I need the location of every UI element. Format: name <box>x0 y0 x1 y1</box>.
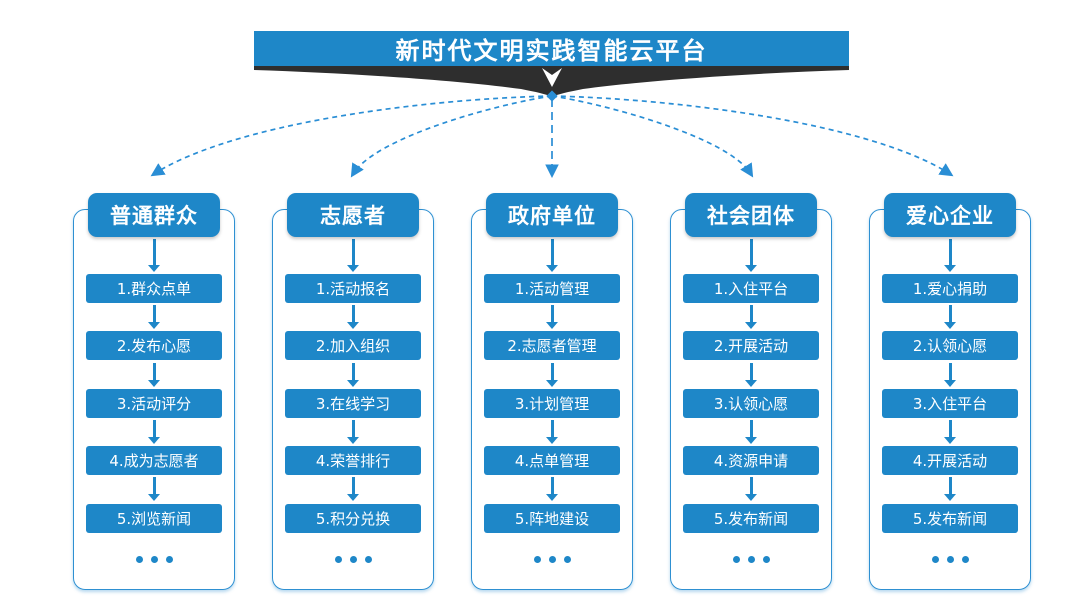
column-header: 普通群众 <box>88 193 220 237</box>
arrow-down-icon <box>744 305 758 329</box>
column-header: 政府单位 <box>486 193 618 237</box>
arrow-down-icon <box>545 363 559 387</box>
arrow-down-icon <box>744 363 758 387</box>
flow-step: 1.爱心捐助 <box>882 274 1018 303</box>
flow-step: 4.资源申请 <box>683 446 819 475</box>
arrow-down-icon <box>147 363 161 387</box>
column-general-public: 普通群众 1.群众点单 2.发布心愿 3.活动评分 4.成为志愿者 5.浏览新闻 <box>73 193 235 590</box>
banner-arrow-down-icon <box>542 68 562 87</box>
flow-step: 2.加入组织 <box>285 331 421 360</box>
dashed-connector-4 <box>551 95 754 178</box>
flow-step: 5.阵地建设 <box>484 504 620 533</box>
column-header: 爱心企业 <box>884 193 1016 237</box>
flow-step: 5.发布新闻 <box>882 504 1018 533</box>
column-social-group: 社会团体 1.入住平台 2.开展活动 3.认领心愿 4.资源申请 5.发布新闻 <box>670 193 832 590</box>
flow-step: 4.开展活动 <box>882 446 1018 475</box>
arrow-down-icon <box>545 477 559 501</box>
flow-step: 4.成为志愿者 <box>86 446 222 475</box>
flow-step: 4.荣誉排行 <box>285 446 421 475</box>
column-header: 志愿者 <box>287 193 419 237</box>
ellipsis <box>670 551 832 565</box>
arrow-down-icon <box>943 420 957 444</box>
flow-step: 3.入住平台 <box>882 389 1018 418</box>
arrow-down-icon <box>943 477 957 501</box>
arrow-down-icon <box>147 305 161 329</box>
ellipsis <box>869 551 1031 565</box>
arrow-down-icon <box>346 239 360 272</box>
arrow-down-icon <box>744 477 758 501</box>
arrow-down-icon <box>545 305 559 329</box>
flow-step: 1.活动报名 <box>285 274 421 303</box>
arrow-down-icon <box>346 477 360 501</box>
arrow-down-icon <box>147 477 161 501</box>
flow-step: 3.计划管理 <box>484 389 620 418</box>
page-title: 新时代文明实践智能云平台 <box>395 37 708 65</box>
flow-step: 3.在线学习 <box>285 389 421 418</box>
flow-step: 5.浏览新闻 <box>86 504 222 533</box>
flow-step: 5.积分兑换 <box>285 504 421 533</box>
arrow-down-icon <box>346 420 360 444</box>
flow-step: 2.发布心愿 <box>86 331 222 360</box>
column-header: 社会团体 <box>685 193 817 237</box>
flow-step: 2.认领心愿 <box>882 331 1018 360</box>
arrow-down-icon <box>545 420 559 444</box>
flow-step: 1.群众点单 <box>86 274 222 303</box>
dashed-connector-2 <box>350 95 553 178</box>
column-government-unit: 政府单位 1.活动管理 2.志愿者管理 3.计划管理 4.点单管理 5.阵地建设 <box>471 193 633 590</box>
arrow-down-icon <box>744 420 758 444</box>
flow-step: 5.发布新闻 <box>683 504 819 533</box>
arrow-down-icon <box>147 420 161 444</box>
ellipsis <box>272 551 434 565</box>
flow-step: 1.入住平台 <box>683 274 819 303</box>
dashed-connector-5 <box>551 95 954 177</box>
flow-step: 1.活动管理 <box>484 274 620 303</box>
flow-step: 3.认领心愿 <box>683 389 819 418</box>
arrow-down-icon <box>943 363 957 387</box>
title-banner: 新时代文明实践智能云平台 <box>254 31 849 66</box>
arrow-down-icon <box>943 305 957 329</box>
arrow-down-icon <box>147 239 161 272</box>
dashed-connector-1 <box>150 95 553 177</box>
arrow-down-icon <box>943 239 957 272</box>
flow-step: 2.志愿者管理 <box>484 331 620 360</box>
arrow-down-icon <box>545 239 559 272</box>
arrow-down-icon <box>346 363 360 387</box>
ellipsis <box>471 551 633 565</box>
arrow-down-icon <box>744 239 758 272</box>
flow-step: 4.点单管理 <box>484 446 620 475</box>
arrow-down-icon <box>346 305 360 329</box>
flow-step: 2.开展活动 <box>683 331 819 360</box>
flow-step: 3.活动评分 <box>86 389 222 418</box>
column-charity-enterprise: 爱心企业 1.爱心捐助 2.认领心愿 3.入住平台 4.开展活动 5.发布新闻 <box>869 193 1031 590</box>
column-volunteers: 志愿者 1.活动报名 2.加入组织 3.在线学习 4.荣誉排行 5.积分兑换 <box>272 193 434 590</box>
ellipsis <box>73 551 235 565</box>
